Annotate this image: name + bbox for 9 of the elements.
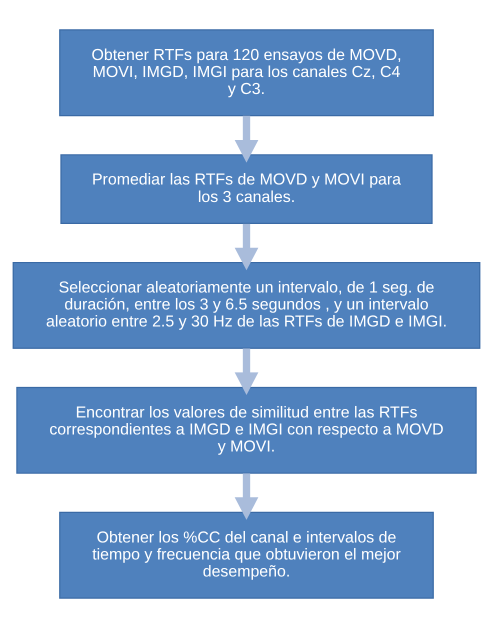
node-box: Obtener RTFs para 120 ensayos de MOVD, MOVI, IMGD, IMGI para los canales Cz, C4 y C3.	[59, 28, 434, 116]
node-box: Promediar las RTFs de MOVD y MOVI para los 3 canales.	[60, 154, 433, 224]
arrow	[234, 223, 258, 270]
arrow	[234, 348, 258, 394]
arrow	[234, 472, 258, 520]
arrow	[234, 115, 258, 162]
node-box: Seleccionar aleatoriamente un intervalo, de 1 seg. de duración, entre los 3 y 6.5 segundos , y un intervalo aleatorio entre 2.5 y 30 Hz de las RTFs de IMGD e IMGI.	[12, 261, 480, 348]
node-box: Obtener los %CC del canal e intervalos de tiempo y frecuencia que obtuvieron el mejor desempeño.	[59, 511, 434, 598]
node-box: Encontrar los valores de similitud entre las RTFs correspondientes a IMGD e IMGI con respecto a MOVD y MOVI.	[16, 386, 477, 474]
